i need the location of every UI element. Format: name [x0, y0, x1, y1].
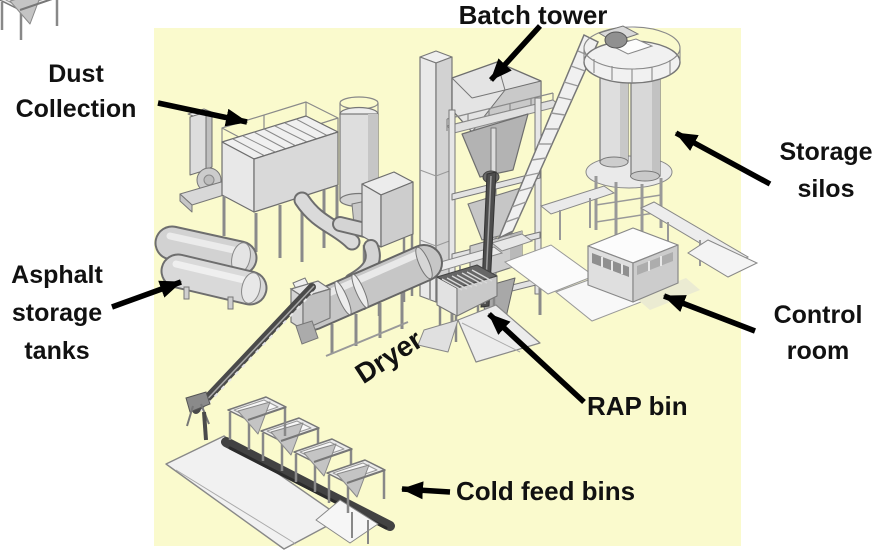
cold-feed-conveyor [185, 283, 316, 441]
asphalt-storage-tanks-label: Asphalt storage tanks [11, 261, 103, 365]
batch-tower-arrow [488, 24, 543, 82]
control-room-arrow [663, 293, 756, 334]
control-room-label: Control room [773, 301, 863, 365]
dust-collection-label: Dust Collection [15, 60, 137, 123]
silo-feed-conveyor [490, 33, 599, 252]
rap-bin-label: RAP bin [587, 391, 688, 421]
cold-feed-bins-arrow [401, 481, 451, 500]
control-room-building [587, 227, 700, 310]
batch-tower-label: Batch tower [458, 0, 608, 30]
storage-silos-structure [539, 25, 759, 278]
rap-bin-grate [436, 264, 498, 291]
dust-collection-unit [179, 101, 339, 262]
storage-silos-arrow [674, 130, 772, 187]
asphalt-tanks-arrow [111, 279, 182, 310]
storage-silos-label: Storage silos [779, 138, 873, 203]
duct-work [293, 191, 373, 251]
cold-feed-bins-structure [0, 0, 395, 550]
rap-bin-arrow [487, 311, 586, 405]
cold-feed-bins-label: Cold feed bins [456, 476, 636, 506]
asphalt-tanks [154, 225, 268, 310]
dryer-drum [289, 244, 504, 357]
dust-collection-arrow [157, 100, 248, 127]
